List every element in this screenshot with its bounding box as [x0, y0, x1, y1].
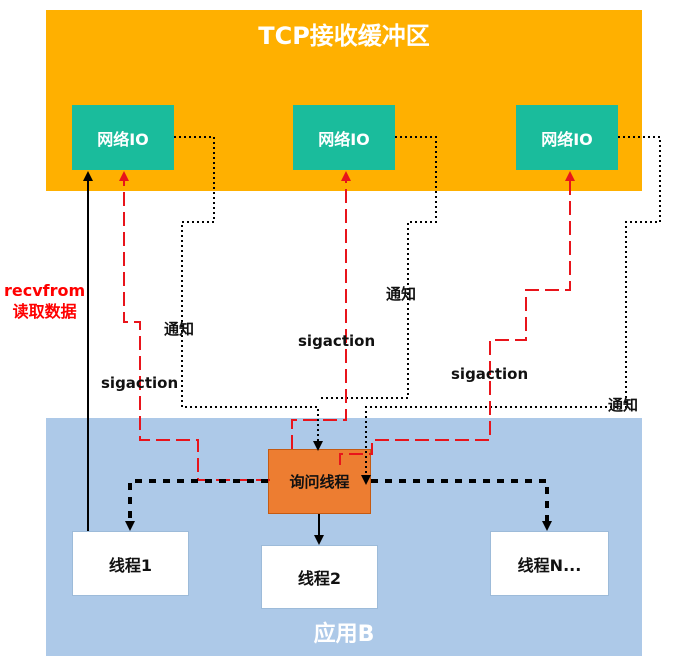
- tcp-buffer-title: TCP接收缓冲区: [258, 22, 430, 50]
- notify-label-3: 通知: [608, 396, 639, 414]
- thread-box-n: 线程N...: [490, 531, 609, 596]
- thread-box-1: 线程1: [72, 531, 189, 596]
- sigaction-label-3: sigaction: [451, 365, 529, 383]
- notify-label-2: 通知: [386, 285, 417, 303]
- sigaction-line-2: [291, 171, 351, 449]
- application-b-title: 应用B: [313, 622, 375, 647]
- recvfrom-label-line-2: 读取数据: [12, 302, 77, 321]
- sigaction-line-3: [339, 171, 575, 465]
- notify-label-1: 通知: [164, 320, 195, 338]
- sigaction-label-1: sigaction: [101, 374, 179, 392]
- sigaction-label-2: sigaction: [298, 332, 376, 350]
- dispatch-line-thread-1: [125, 479, 268, 531]
- notify-line-2: [320, 136, 437, 399]
- notify-line-3: [361, 136, 661, 485]
- poll-thread-box: 询问线程: [268, 449, 371, 514]
- network-io-box-2: 网络IO: [293, 105, 395, 170]
- recvfrom-label: recvfrom 读取数据: [4, 280, 85, 322]
- dispatch-line-thread-n: [371, 479, 552, 531]
- network-io-box-3: 网络IO: [516, 105, 618, 170]
- network-io-box-1: 网络IO: [72, 105, 174, 170]
- recvfrom-label-line-1: recvfrom: [4, 281, 86, 300]
- notify-line-1: [174, 136, 323, 451]
- thread-box-2: 线程2: [261, 545, 378, 609]
